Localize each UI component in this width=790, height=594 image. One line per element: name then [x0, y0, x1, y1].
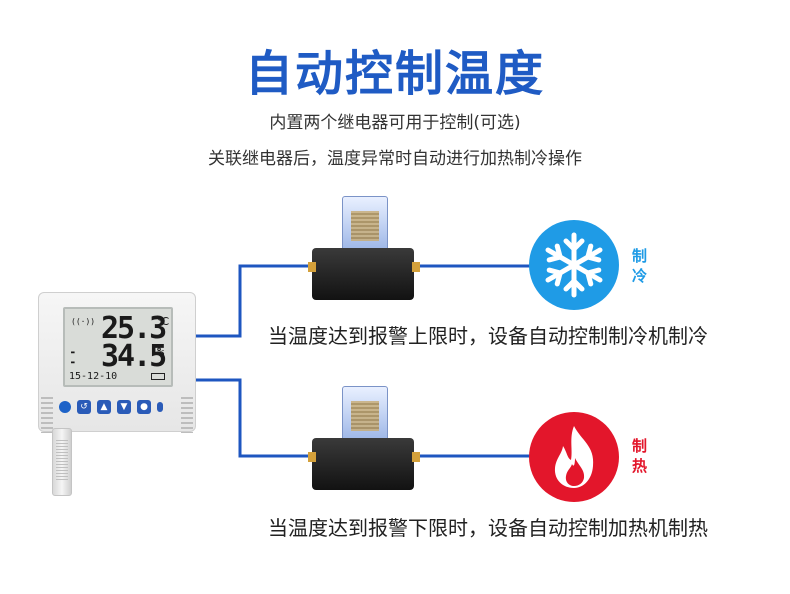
down-button[interactable]: ▼ [117, 400, 131, 414]
relay-coil [342, 386, 388, 444]
relay-pin [412, 452, 420, 462]
back-button[interactable]: ↺ [77, 400, 91, 414]
cooling-description: 当温度达到报警上限时，设备自动控制制冷机制冷 [268, 324, 708, 348]
heating-description: 当温度达到报警下限时，设备自动控制加热机制热 [268, 516, 708, 540]
subtitle-relays: 内置两个继电器可用于控制(可选) [269, 113, 521, 133]
subtitle-auto: 关联继电器后，温度异常时自动进行加热制冷操作 [208, 149, 582, 169]
lcd-mark: ▬ [71, 359, 75, 366]
date-value: 15-12-10 [69, 371, 118, 382]
relay-heating [308, 386, 420, 496]
humidity-unit: % [157, 345, 165, 359]
brand-logo-icon [59, 401, 71, 413]
heating-label: 制 热 [632, 436, 652, 476]
temperature-value: 25.3 [101, 311, 167, 346]
relay-socket [312, 248, 414, 300]
flame-icon [529, 412, 619, 502]
cooling-label-top: 制 [632, 247, 648, 265]
vent-right [181, 397, 193, 433]
lcd-screen: ((·)) ▬ ▬ 25.3 ℃ 34.5 % 15-12-10 [63, 307, 173, 387]
wire-cooling [196, 264, 318, 338]
ok-button[interactable]: ● [137, 400, 151, 414]
temperature-humidity-device: ((·)) ▬ ▬ 25.3 ℃ 34.5 % 15-12-10 ↺ ▲ ▼ ● [38, 292, 196, 433]
relay-pin [308, 452, 316, 462]
vent-left [41, 397, 53, 433]
heating-label-top: 制 [632, 437, 648, 455]
cooling-label: 制 冷 [632, 246, 652, 286]
signal-icon: ((·)) [71, 317, 96, 326]
status-led-icon [157, 402, 163, 412]
page-title: 自动控制温度 [244, 46, 545, 102]
battery-icon [151, 373, 165, 380]
up-button[interactable]: ▲ [97, 400, 111, 414]
lcd-mark: ▬ [71, 349, 75, 356]
wire-heating [196, 378, 318, 458]
cooling-label-bottom: 冷 [632, 267, 648, 285]
relay-cooling [308, 196, 420, 306]
temperature-unit: ℃ [157, 315, 170, 328]
relay-pin [308, 262, 316, 272]
snowflake-icon [529, 220, 619, 310]
probe-grip [56, 440, 68, 480]
relay-socket [312, 438, 414, 490]
relay-pin [412, 262, 420, 272]
relay-coil [342, 196, 388, 254]
humidity-value: 34.5 [101, 339, 167, 374]
heating-label-bottom: 热 [632, 457, 648, 475]
device-button-bar: ↺ ▲ ▼ ● [59, 397, 177, 417]
